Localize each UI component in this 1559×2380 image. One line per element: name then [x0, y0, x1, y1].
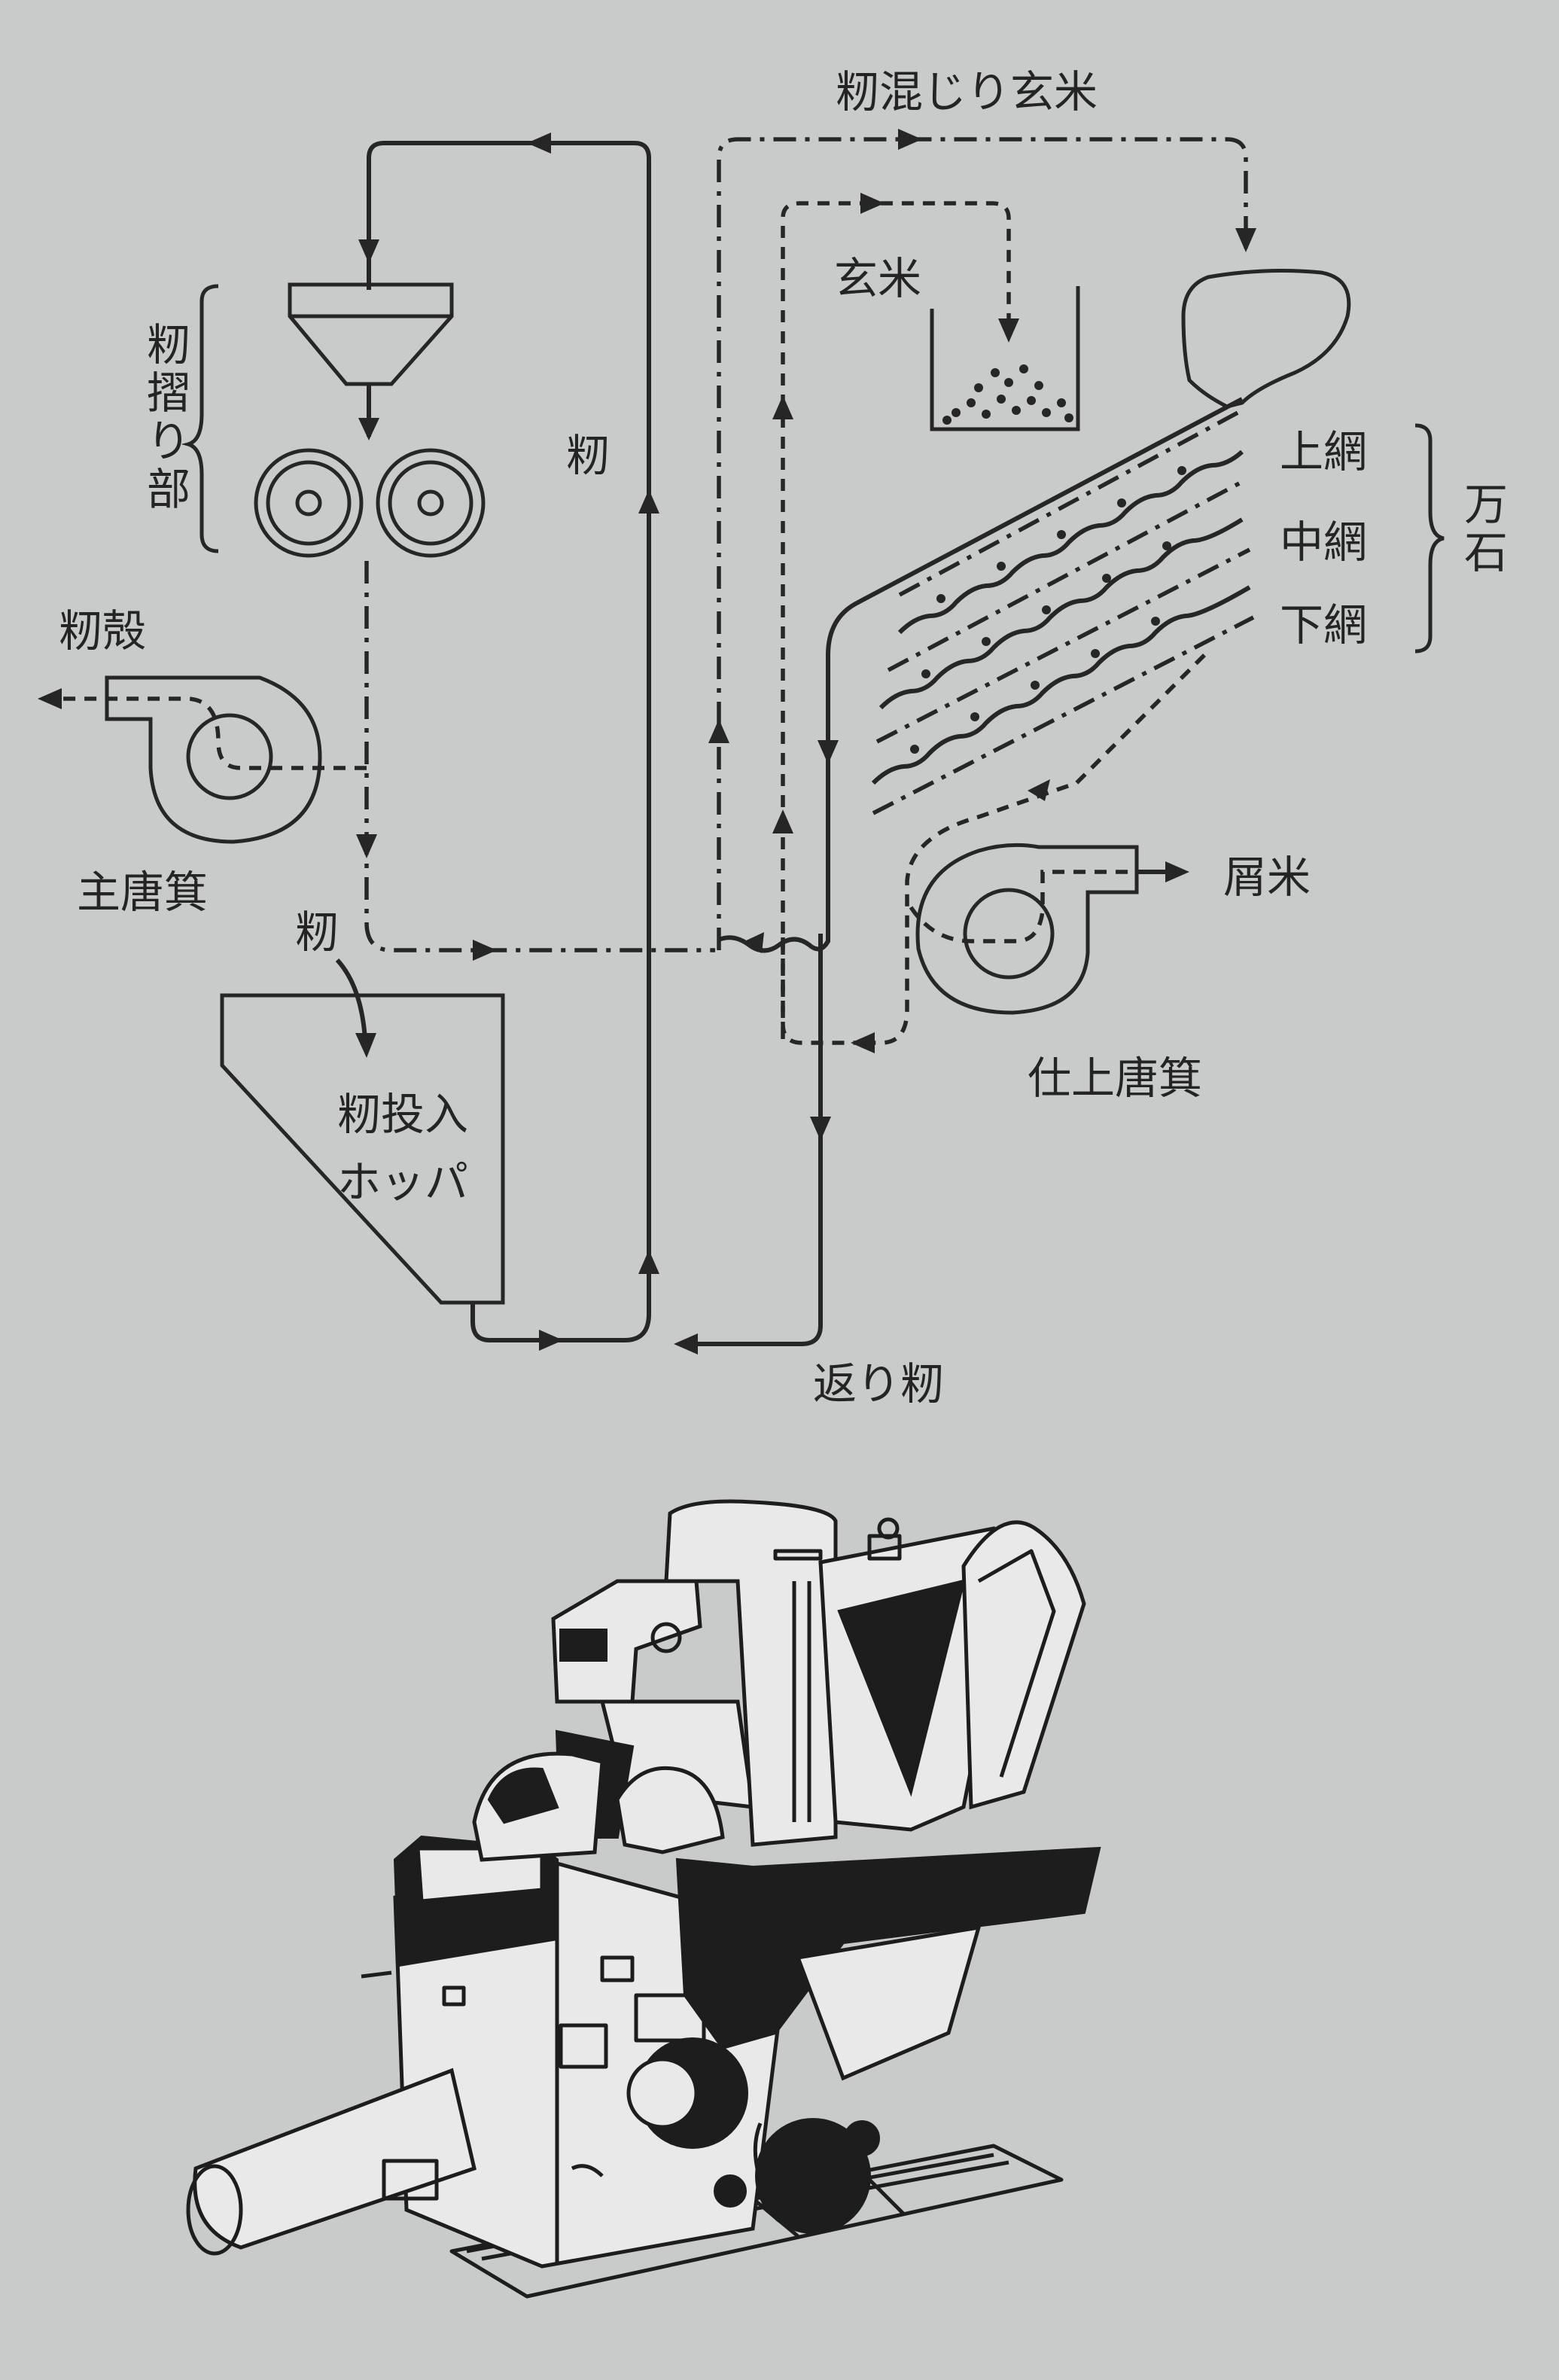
- main-winnower-label: 主唐箕: [77, 867, 208, 918]
- brown-rice-label: 玄米: [834, 253, 921, 304]
- broken-rice-label: 屑米: [1223, 852, 1311, 903]
- upper-net-label: 上網: [1280, 426, 1367, 477]
- mixed-brown-rice-label: 籾混じり玄米: [836, 66, 1098, 117]
- vertical-label-char: 籾: [147, 319, 190, 370]
- vertical-label-char: 万: [1464, 479, 1508, 530]
- lower-net-label: 下網: [1280, 599, 1367, 651]
- returned-paddy-label: 返り籾: [813, 1358, 944, 1409]
- hopper-label-line2: ホッパ: [337, 1156, 468, 1208]
- rubber-roll-icon: [254, 448, 486, 558]
- vertical-label-char: 摺: [147, 367, 190, 419]
- finishing-winnower-label: 仕上唐箕: [1028, 1053, 1202, 1104]
- finishing-winnower-feed-line: [851, 654, 1206, 1053]
- main-winnower-fan-icon: [38, 675, 367, 844]
- brown-rice-line: [772, 193, 1019, 1039]
- returned-paddy-line: [674, 753, 862, 1355]
- middle-net-label: 中網: [1280, 517, 1367, 568]
- husk-label: 籾殻: [59, 605, 146, 657]
- rice-huller-machine-illustration: [186, 1499, 1101, 2299]
- separator-bracket: [1414, 423, 1445, 654]
- separator-nets: [818, 397, 1255, 815]
- vertical-label-char: 石: [1464, 527, 1508, 578]
- finishing-winnower-fan-icon: [909, 843, 1189, 1015]
- paddy-label-top: 籾: [566, 430, 610, 481]
- separator-inlet-hopper: [1181, 269, 1351, 409]
- mixed-brown-rice-line: [708, 129, 1256, 950]
- paddy-input-arrow-curve: [335, 958, 367, 1040]
- brown-rice-container: [930, 286, 1080, 431]
- paddy-circulation-line: [358, 133, 659, 1351]
- hulling-part-label: 籾摺り部: [147, 319, 190, 515]
- separator-label: 万石: [1464, 479, 1508, 578]
- hulling-part-bracket: [181, 284, 219, 553]
- hulling-hopper-funnel-icon: [288, 282, 454, 440]
- vertical-label-char: 部: [147, 464, 190, 515]
- hopper-label-line1: 籾投入: [337, 1089, 468, 1140]
- paddy-input-hopper: [220, 993, 505, 1305]
- hulled-mix-line: [356, 561, 715, 961]
- paddy-label-bottom: 籾: [295, 907, 339, 958]
- vertical-label-char: り: [147, 416, 190, 467]
